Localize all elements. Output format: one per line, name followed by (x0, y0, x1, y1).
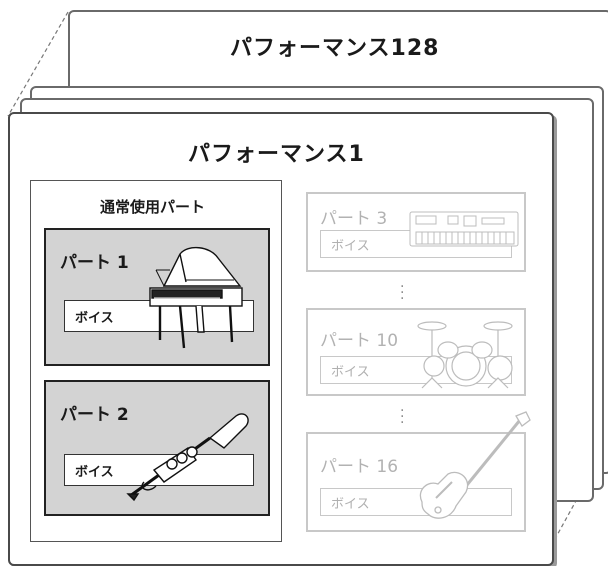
part-16: パート 16 ボイス (306, 411, 531, 532)
part-name: パート 10 (320, 331, 399, 351)
part-3: パート 3 ボイス (306, 192, 526, 272)
part-name: パート 2 (60, 405, 129, 425)
part-2: パート 2 ボイス (44, 380, 270, 516)
trumpet-icon (126, 413, 249, 502)
part-1: パート 1 ボイス (44, 228, 270, 366)
part-name: パート 1 (60, 253, 129, 273)
voice-label: ボイス (331, 365, 370, 380)
part-name: パート 16 (320, 457, 399, 477)
normal-parts-label: 通常使用パート (100, 198, 206, 216)
grand-piano-icon (149, 247, 243, 349)
voice-label: ボイス (75, 311, 114, 326)
part-10: パート 10 ボイス (306, 308, 526, 396)
voice-label: ボイス (331, 239, 370, 254)
voice-box: ボイス (320, 488, 512, 516)
ellipsis-dots: ··· (400, 279, 405, 307)
voice-label: ボイス (331, 497, 370, 512)
synthesizer-keyboard-icon (409, 211, 519, 247)
part-name: パート 3 (320, 209, 388, 229)
performance-128-title: パフォーマンス128 (230, 36, 440, 61)
drum-kit-icon (417, 321, 513, 389)
electric-bass-icon (419, 411, 531, 519)
performance-1-title: パフォーマンス1 (188, 142, 365, 167)
voice-label: ボイス (75, 465, 114, 480)
ellipsis-dots: ··· (400, 403, 405, 431)
